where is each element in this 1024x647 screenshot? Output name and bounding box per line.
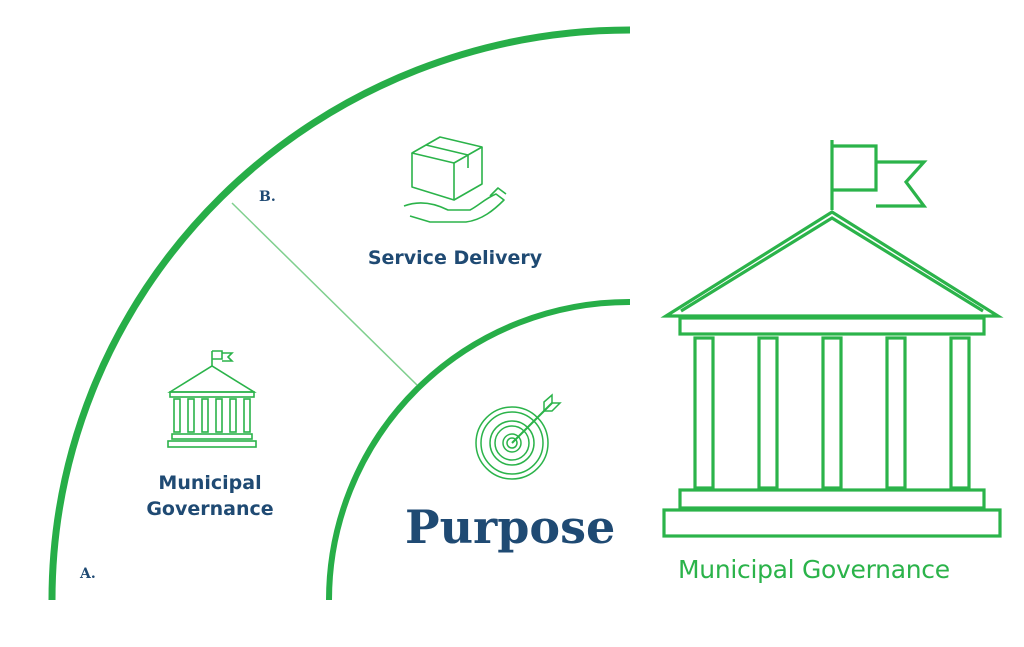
government-building-flag-icon [660, 140, 1004, 538]
section-marker-a: A. [80, 566, 96, 582]
section-b-label: Service Delivery [367, 247, 543, 269]
outer-arc [48, 26, 631, 601]
inner-arc [326, 298, 631, 601]
target-arrow-icon [475, 393, 562, 480]
government-building-icon [167, 350, 257, 448]
center-label: Purpose [405, 500, 616, 554]
section-marker-b: B. [259, 189, 276, 205]
section-a-label-line2: Governance [146, 498, 274, 520]
section-divider [231, 202, 418, 386]
section-a-label: Municipal Governance [130, 470, 290, 522]
section-a-label-line1: Municipal [158, 472, 262, 494]
feature-caption: Municipal Governance [678, 555, 950, 584]
package-in-hand-icon [403, 136, 507, 223]
